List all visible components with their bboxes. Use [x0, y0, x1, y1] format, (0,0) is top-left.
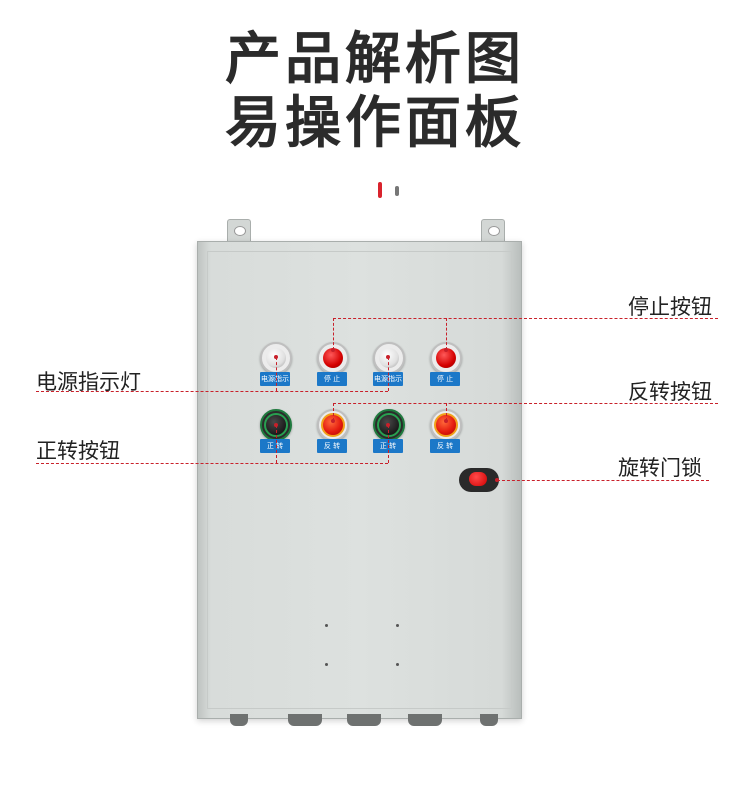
callout-power-drop: [276, 357, 277, 391]
button-plate: 反 转: [317, 439, 347, 453]
callout-stop-label: 停止按钮: [628, 295, 712, 319]
callout-dot: [274, 423, 278, 427]
page-title: 产品解析图: [225, 27, 525, 92]
callout-dot: [444, 419, 448, 423]
callout-reverse-line: [333, 403, 718, 404]
callout-dot: [274, 355, 278, 359]
callout-dot: [495, 478, 499, 482]
page-subtitle: 易操作面板: [225, 91, 525, 156]
callout-reverse-label: 反转按钮: [628, 380, 712, 404]
callout-dot: [331, 348, 335, 352]
callout-forward-line: [36, 463, 388, 464]
callout-stop-drop: [333, 318, 334, 350]
button-plate: 停 止: [317, 372, 347, 386]
callout-stop-line: [333, 318, 718, 319]
accent-mark-red: [378, 182, 382, 198]
callout-forward-label: 正转按钮: [36, 439, 120, 463]
cable-gland: [288, 714, 322, 726]
button-plate: 停 止: [430, 372, 460, 386]
rotary-door-lock[interactable]: [457, 466, 501, 494]
callout-power-drop: [388, 357, 389, 391]
cable-gland: [347, 714, 381, 726]
cable-gland: [230, 714, 248, 726]
callout-stop-drop: [446, 318, 447, 350]
callout-dot: [386, 355, 390, 359]
cable-gland: [408, 714, 442, 726]
callout-reverse-drop: [446, 403, 447, 421]
callout-forward-drop: [276, 425, 277, 463]
button-plate: 反 转: [430, 439, 460, 453]
callout-power-line: [36, 391, 388, 392]
callout-dot: [386, 423, 390, 427]
button-plate: 电源指示: [260, 372, 290, 386]
screw-hole: [396, 624, 399, 627]
screw-hole: [325, 663, 328, 666]
mounting-ear-left: [227, 219, 251, 244]
callout-lock-label: 旋转门锁: [618, 456, 702, 480]
callout-forward-drop: [388, 425, 389, 463]
callout-reverse-drop: [333, 403, 334, 421]
screw-hole: [325, 624, 328, 627]
lock-knob: [469, 472, 487, 486]
callout-dot: [444, 348, 448, 352]
callout-dot: [331, 419, 335, 423]
mounting-ear-right: [481, 219, 505, 244]
callout-lock-line: [497, 480, 709, 481]
callout-power-label: 电源指示灯: [36, 370, 141, 394]
screw-hole: [396, 663, 399, 666]
cable-gland: [480, 714, 498, 726]
accent-mark-gray: [395, 186, 399, 196]
button-plate: 正 转: [260, 439, 290, 453]
